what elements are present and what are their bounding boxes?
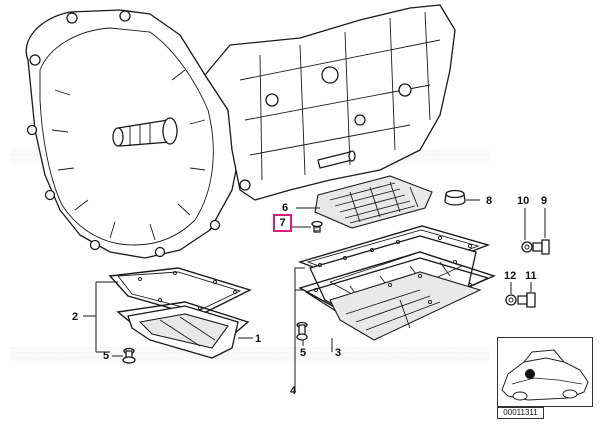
part-1-small-pan — [116, 301, 250, 359]
label-part-9: 9 — [541, 195, 548, 207]
part-3-oil-pan — [297, 225, 496, 341]
part-5-bolt-left — [122, 347, 136, 364]
highlighted-callout-7: 7 — [273, 214, 292, 232]
label-part-2: 2 — [72, 311, 79, 323]
label-part-6: 6 — [282, 202, 289, 214]
transmission-housing — [25, 4, 456, 259]
car-outline-icon — [501, 349, 589, 401]
leader-lines — [83, 199, 546, 392]
label-part-5-right: 5 — [300, 347, 307, 359]
label-part-3: 3 — [335, 347, 342, 359]
part-10-washer — [521, 241, 533, 253]
part-12-washer — [505, 294, 517, 306]
part-7-screw — [311, 220, 323, 233]
vehicle-location-thumbnail — [497, 337, 593, 407]
diagram-code-box: 00011311 — [497, 407, 544, 419]
part-8-plug — [444, 189, 466, 206]
label-part-10: 10 — [517, 195, 530, 207]
label-part-11: 11 — [525, 270, 537, 282]
label-part-5-left: 5 — [103, 350, 110, 362]
part-11-drain-bolt — [517, 292, 536, 308]
part-5-bolt-right — [296, 321, 308, 341]
part-9-drain-bolt — [532, 239, 550, 255]
label-part-4: 4 — [290, 385, 297, 397]
label-part-12: 12 — [504, 270, 517, 282]
diagram-code: 00011311 — [503, 408, 538, 417]
label-part-1: 1 — [255, 333, 262, 345]
label-part-7: 7 — [279, 217, 286, 229]
part-6-oil-strainer — [314, 175, 433, 229]
location-marker-icon — [525, 369, 535, 379]
label-part-8: 8 — [486, 195, 493, 207]
svg-text:▒▒▒▒▒▒▒▒▒▒▒▒▒▒▒▒▒▒▒▒▒▒▒▒▒▒▒▒▒▒: ▒▒▒▒▒▒▒▒▒▒▒▒▒▒▒▒▒▒▒▒▒▒▒▒▒▒▒▒▒▒▒▒▒▒▒▒▒▒▒▒… — [10, 346, 490, 362]
part-2-gasket — [108, 267, 252, 317]
